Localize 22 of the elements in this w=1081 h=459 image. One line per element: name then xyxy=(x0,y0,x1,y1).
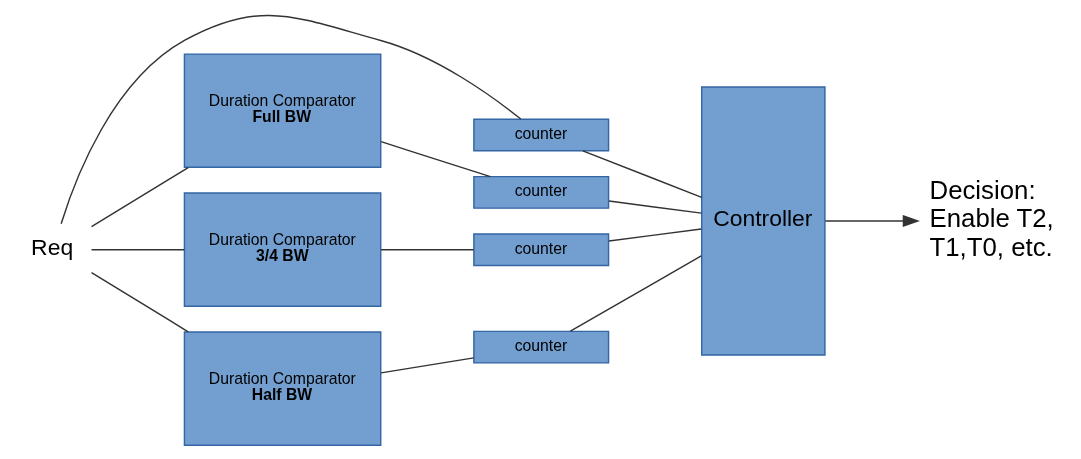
node-box: Duration Comparator Half BW xyxy=(183,330,382,446)
connector xyxy=(90,271,189,332)
connector xyxy=(569,254,702,332)
node-box: counter xyxy=(473,175,610,209)
connector xyxy=(582,149,703,198)
connector xyxy=(608,227,703,242)
node-text: Decision: Enable T2, T1,T0, etc. xyxy=(929,175,1054,261)
node-text: Req xyxy=(31,233,74,260)
node-box: Duration Comparator Full BW xyxy=(183,52,382,168)
connector xyxy=(90,166,189,227)
arrow xyxy=(824,214,920,227)
connector xyxy=(380,356,475,374)
connector xyxy=(90,248,185,250)
connector xyxy=(380,248,475,250)
node-box: Controller xyxy=(701,85,826,356)
connector xyxy=(380,140,492,177)
connector xyxy=(608,199,703,214)
node-box: counter xyxy=(473,232,610,266)
connector xyxy=(60,14,522,224)
node-box: counter xyxy=(473,330,610,364)
node-box: counter xyxy=(473,118,610,152)
node-box: Duration Comparator 3/4 BW xyxy=(183,191,382,307)
